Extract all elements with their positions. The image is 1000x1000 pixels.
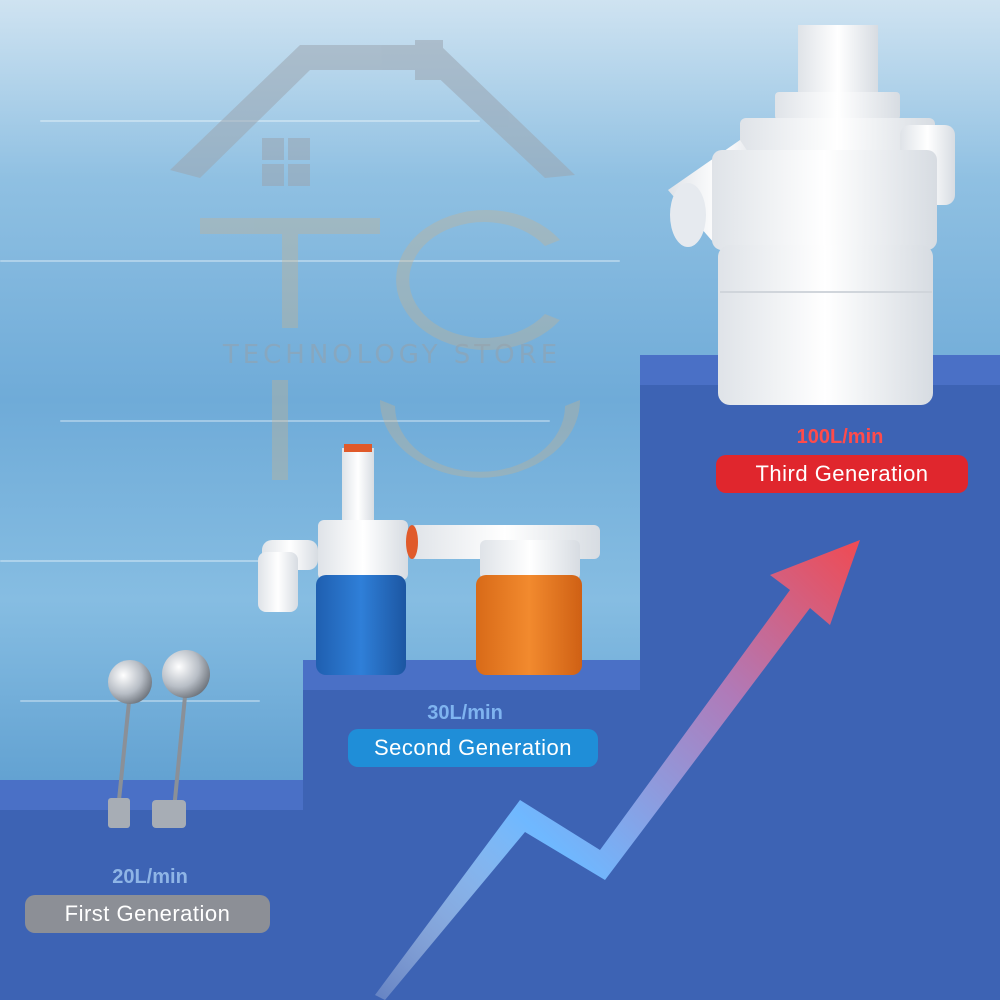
- growth-arrow: [375, 540, 860, 1000]
- white-float-valve: [668, 25, 955, 405]
- blue-float-valve: [258, 444, 408, 675]
- water-ripple: [0, 260, 620, 262]
- badge-third-generation: Third Generation: [716, 455, 968, 493]
- ball-float-valve: [152, 650, 210, 828]
- tc-monogram-icon: [200, 210, 580, 480]
- orange-float-valve: [406, 525, 600, 675]
- ball-float-valve: [108, 660, 152, 828]
- rate-third: 100L/min: [796, 426, 884, 448]
- rate-second: 30L/min: [427, 702, 503, 724]
- badge-first-generation: First Generation: [25, 895, 270, 933]
- water-ripple: [40, 120, 480, 122]
- water-ripple: [0, 560, 280, 562]
- store-watermark-text: TECHNOLOGY STORE: [222, 340, 562, 370]
- badge-second-generation: Second Generation: [348, 729, 598, 767]
- water-ripple: [60, 420, 550, 422]
- rate-first: 20L/min: [112, 866, 188, 888]
- step-second: [303, 660, 640, 1000]
- step-first: [0, 780, 303, 1000]
- step-first-top: [0, 780, 303, 810]
- house-roof-icon: [170, 40, 575, 186]
